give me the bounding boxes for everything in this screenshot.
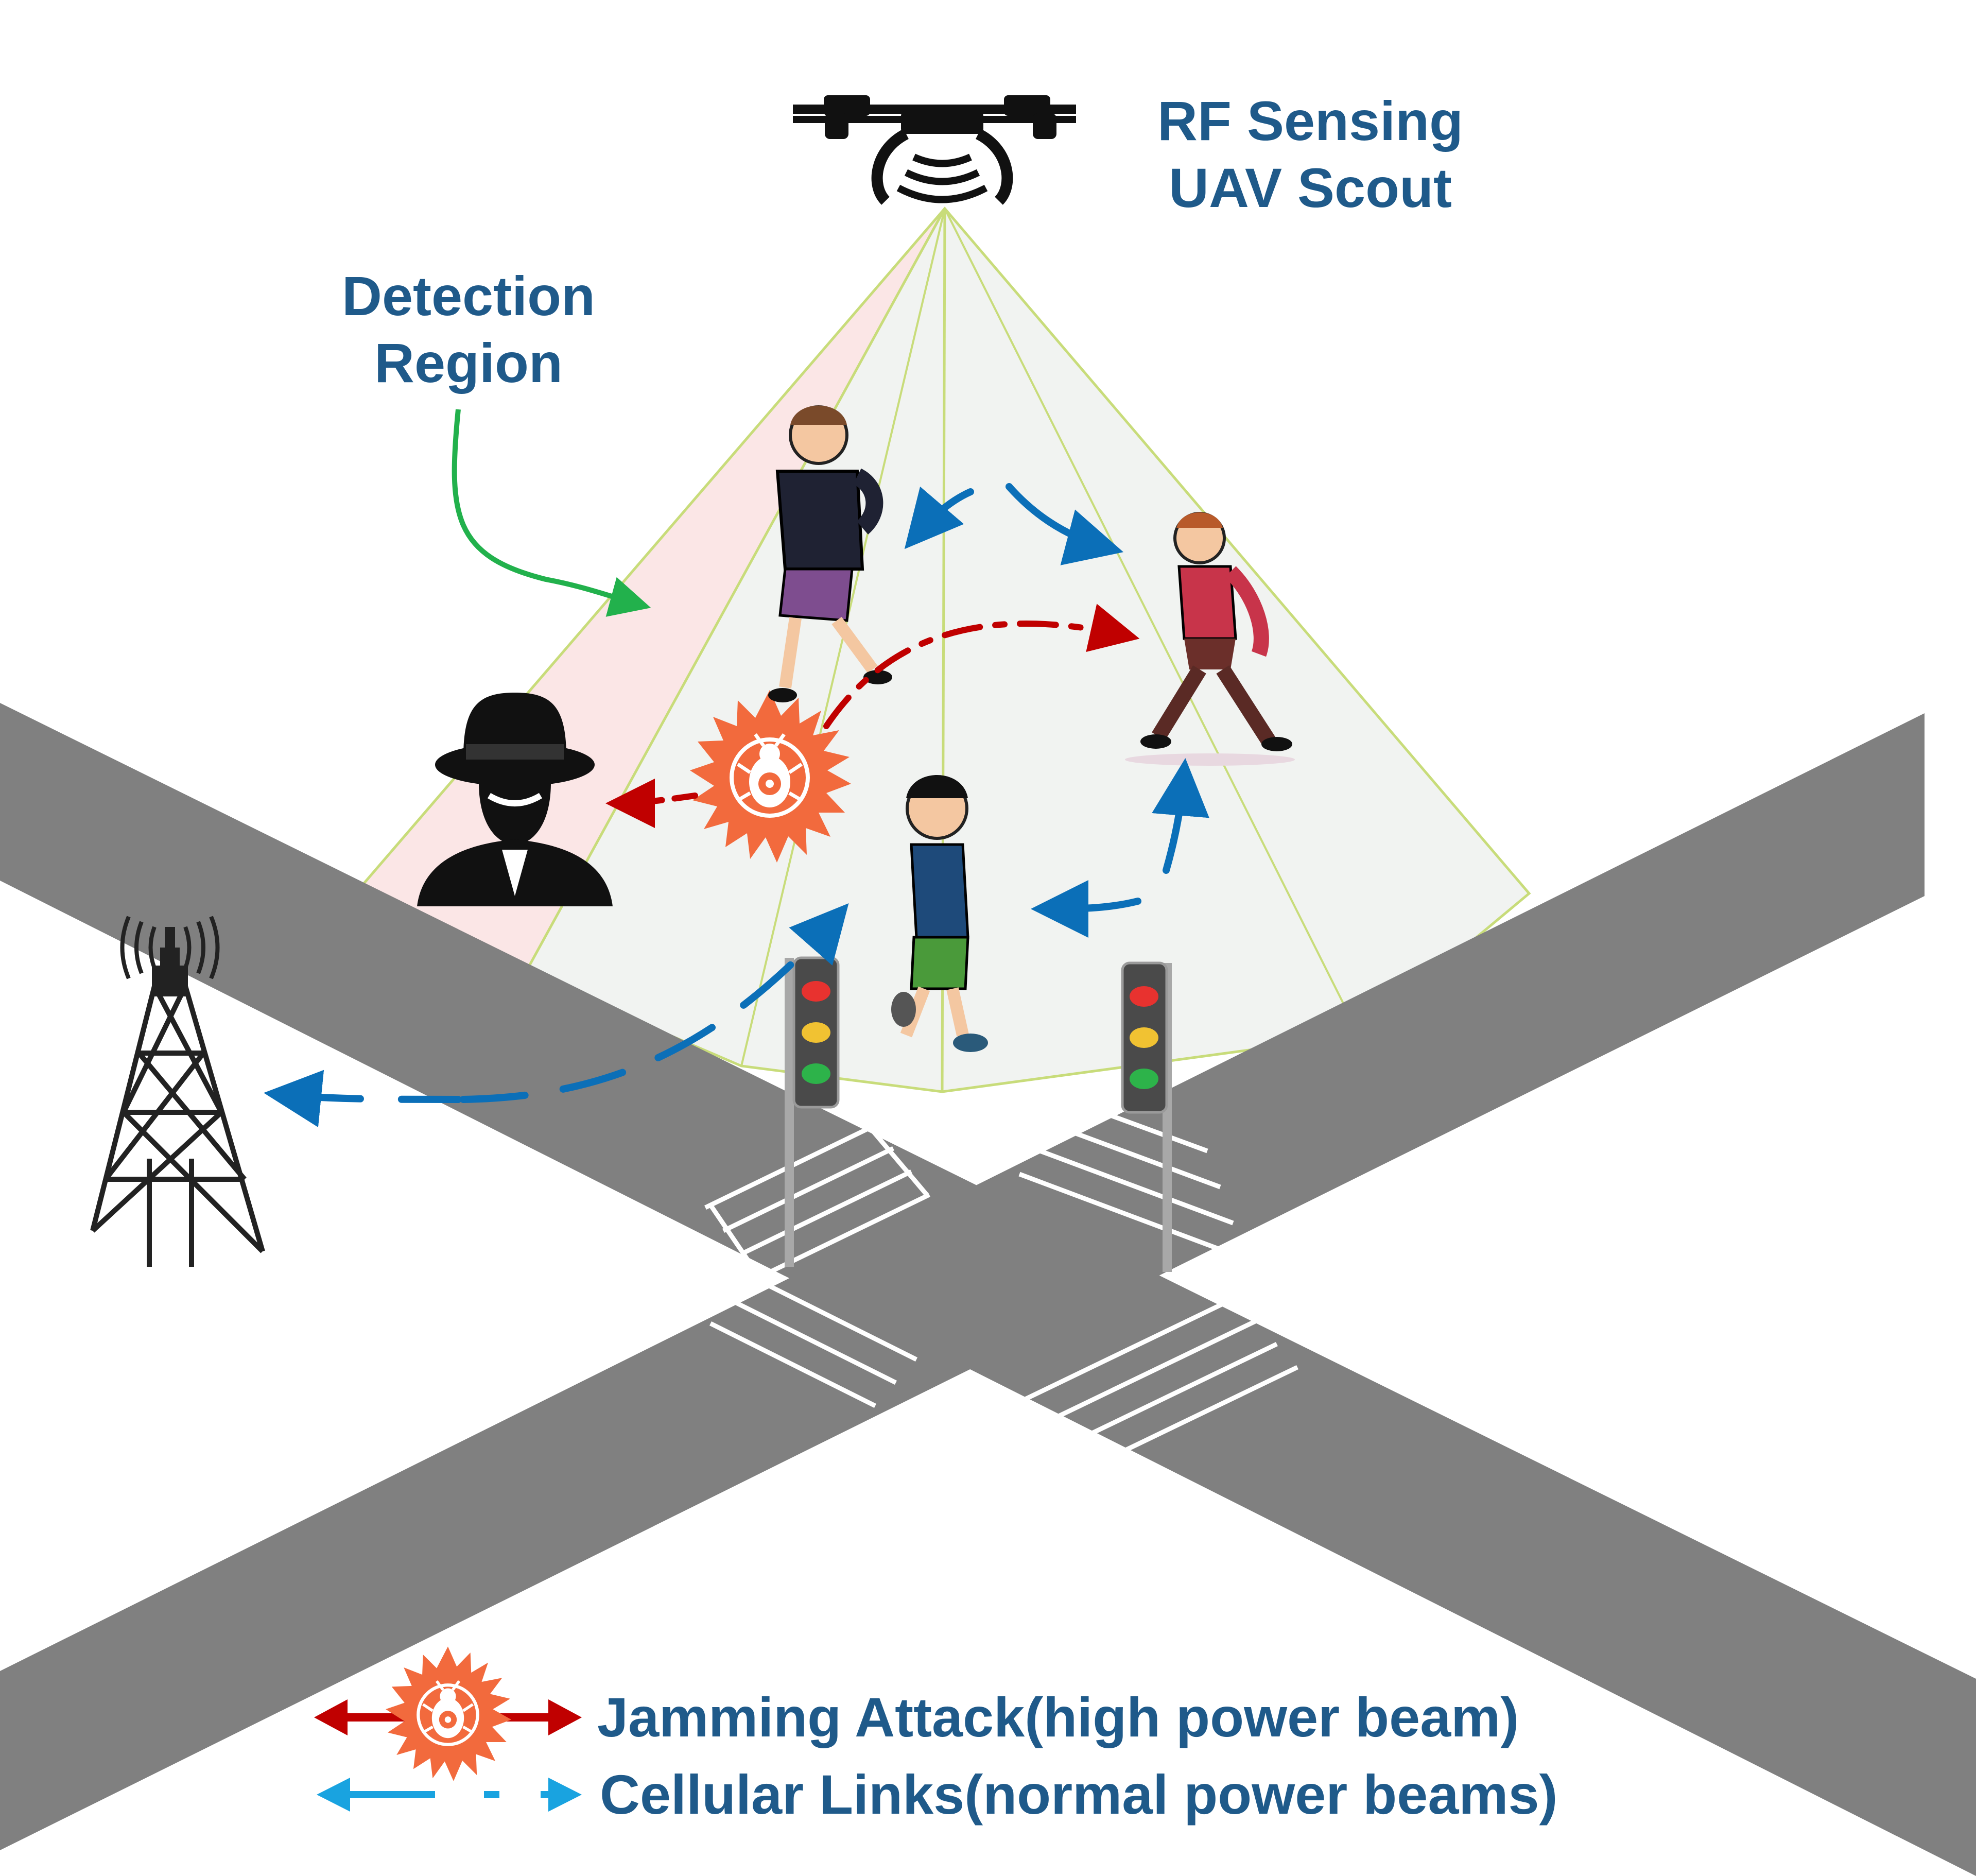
- pedestrian-icon: [768, 405, 892, 702]
- uav-label-line2: UAV Scout: [1168, 156, 1452, 219]
- pedestrian-icon: [1125, 512, 1295, 766]
- crosswalk-west: [709, 1275, 918, 1408]
- traffic-light-icon: [1121, 961, 1172, 1272]
- drone-icon: [793, 95, 1076, 205]
- cellular-link-arrows: [264, 483, 1209, 1128]
- road-intersection: [0, 703, 1976, 1876]
- rf-wave-icon: [896, 153, 988, 203]
- traffic-light-icon: [785, 956, 840, 1267]
- detection-label-line2: Region: [374, 331, 563, 394]
- legend-jamming-arrow: [314, 1646, 582, 1781]
- legend-cellular-text: Cellular Links(normal power beams): [600, 1763, 1558, 1826]
- jamming-attack-arrows: [605, 604, 1140, 828]
- legend-cellular-arrow: [317, 1778, 582, 1812]
- uav-label: RF Sensing UAV Scout: [1130, 88, 1490, 221]
- crosswalk-south: [1021, 1295, 1298, 1473]
- detection-label-line1: Detection: [341, 265, 596, 327]
- legend-jamming-text: Jamming Attack(high power beam): [597, 1686, 1519, 1748]
- virus-icon: [386, 1646, 511, 1781]
- detection-pointer-arrow: [452, 409, 651, 617]
- hacker-icon: [417, 693, 613, 906]
- crosswalk-east: [1018, 1102, 1247, 1262]
- pedestrian-icon: [891, 775, 988, 1052]
- uav-label-line1: RF Sensing: [1157, 90, 1464, 152]
- road-ne-sw: [0, 713, 1925, 1850]
- detection-region-label: Detection Region: [309, 263, 628, 396]
- cell-tower-icon: [90, 916, 265, 1267]
